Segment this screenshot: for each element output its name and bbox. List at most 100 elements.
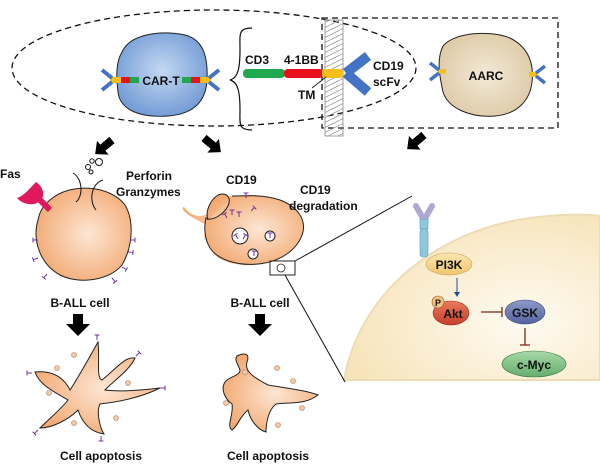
aarc-dashed-box (321, 17, 559, 129)
cd19-receptor-body (419, 228, 429, 258)
scfv-label-line2: scFv (373, 75, 401, 89)
zoom-line-lower (284, 274, 346, 383)
down-arrow-left-head (66, 324, 90, 336)
aarc-label: AARC (469, 69, 504, 83)
apoptotic-body (71, 420, 77, 426)
apoptotic-body (71, 352, 77, 358)
zoom-line-upper (294, 195, 413, 262)
endosome (231, 227, 249, 245)
granule (89, 158, 95, 164)
aarc-tm-left (438, 69, 446, 74)
gsk-node (504, 299, 546, 325)
perforin-pore (72, 172, 82, 203)
down-arrow-middle-head (248, 324, 272, 336)
construct-brace (229, 27, 253, 131)
apoptotic-body (113, 415, 119, 421)
down-arrow-middle-stem (255, 314, 265, 324)
apoptotic-body (299, 405, 305, 411)
cd19-marker (94, 334, 100, 341)
lysosome (276, 263, 286, 273)
cd19-marker (98, 435, 104, 442)
scfv-label-line1: CD19 (373, 59, 404, 73)
granule (95, 158, 103, 166)
fas-label: Fas (0, 167, 21, 181)
pathway-inset (342, 213, 600, 381)
cd19-receptor-arms-icon (413, 203, 435, 223)
apoptotic-cell-left (34, 340, 161, 435)
arrow-to-middle-cell (198, 131, 227, 160)
pi3k-node (425, 252, 473, 276)
tm-label: TM (298, 88, 315, 102)
car-t-label: CAR-T (142, 74, 180, 88)
costim-4-1bb-domain (284, 69, 323, 78)
signaling-pathway: PI3K P Akt GSK c-Myc (413, 203, 567, 378)
akt-label: Akt (443, 307, 462, 321)
car-tm-domain-left (110, 77, 121, 83)
perforin-pore (91, 179, 104, 211)
aarc-tm-right (529, 72, 537, 77)
cd19-label: CD19 (226, 173, 257, 187)
pi3k-label: PI3K (436, 258, 463, 272)
apoptotic-body (54, 365, 60, 371)
granule (85, 164, 91, 170)
granzymes-label: Granzymes (116, 185, 181, 199)
car-costim-domain-left (121, 77, 130, 83)
cd19-marker (32, 427, 41, 436)
zoom-region-box (269, 260, 296, 276)
car-t-dashed-ellipse (11, 9, 417, 127)
car-cd3-domain-left (130, 77, 139, 83)
car-cd3-domain-right (182, 77, 191, 83)
aarc-cell: AARC (428, 32, 547, 117)
apoptosis-label-left: Cell apoptosis (60, 449, 142, 463)
apoptotic-body (46, 390, 52, 396)
b-all-cell-left (35, 187, 132, 281)
car-scfv-left-icon (100, 68, 114, 92)
gsk-label: GSK (512, 306, 538, 320)
phospho-group-icon (431, 295, 445, 309)
akt-node (432, 300, 470, 326)
down-arrow-left-stem (73, 314, 83, 324)
cd19-receptor-neck (419, 218, 429, 230)
cd19-marker (31, 255, 40, 263)
cd19-scfv-icon (342, 52, 372, 96)
b-all-cell-middle (204, 193, 305, 265)
cd19-marker (133, 350, 142, 359)
left-branch: Fas Perforin Granzymes B-ALL cell Cell a… (0, 158, 181, 463)
inset-cell-membrane (342, 213, 600, 381)
apoptotic-cell-middle (222, 353, 320, 433)
perforin-label: Perforin (126, 169, 172, 183)
phospho-label: P (435, 298, 441, 308)
cmyc-node (501, 350, 567, 378)
car-t-cell: CAR-T (100, 32, 221, 117)
cd19-marker (26, 370, 33, 376)
arrow-to-left-cell (89, 133, 118, 162)
cd19-marker (159, 385, 166, 391)
degradation-label-line2: degradation (289, 199, 358, 213)
middle-branch: CD19 CD19 degradation B-ALL cell Cell ap… (182, 173, 413, 463)
aarc-scfv-right-icon (534, 64, 547, 85)
apoptotic-body (274, 365, 280, 371)
cmyc-label: c-Myc (517, 358, 551, 372)
b-all-cell-label-middle: B-ALL cell (230, 296, 289, 310)
cd19-marker (109, 275, 118, 284)
degradation-label-line1: CD19 (300, 183, 331, 197)
4-1bb-label: 4-1BB (284, 53, 319, 67)
apoptotic-body (125, 380, 131, 386)
car-tm-domain-right (200, 77, 211, 83)
car-construct: CD3 4-1BB TM CD19 scFv (243, 19, 404, 137)
aarc-scfv-left-icon (428, 61, 441, 82)
tm-pointer-line (311, 76, 327, 89)
granule (88, 169, 94, 175)
cd3-label: CD3 (245, 53, 269, 67)
car-costim-domain-right (191, 77, 200, 83)
car-scfv-right-icon (207, 68, 221, 92)
apoptotic-body (275, 422, 281, 428)
apoptosis-label-middle: Cell apoptosis (227, 449, 309, 463)
fas-receptor-icon (17, 182, 44, 205)
apoptotic-body (223, 400, 229, 406)
apoptotic-body (242, 369, 248, 375)
cd19-marker (41, 271, 50, 280)
cd3-domain (243, 69, 285, 78)
arrow-from-aarc (401, 128, 430, 157)
